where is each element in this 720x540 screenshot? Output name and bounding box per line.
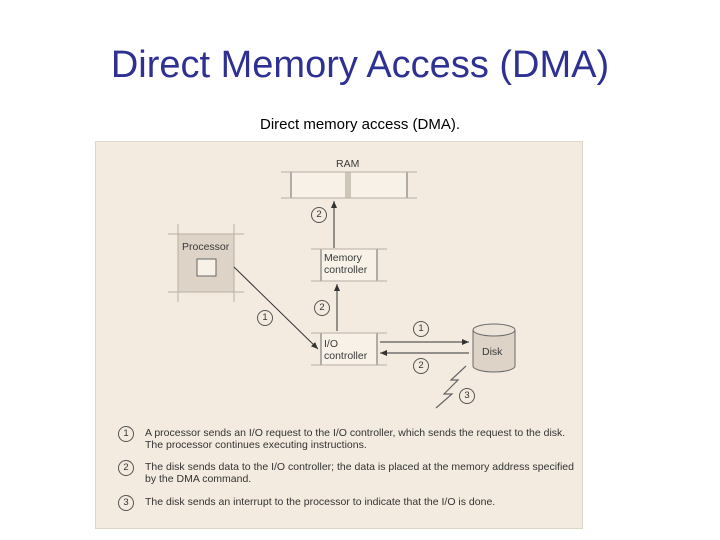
step-marker-io-disk: 1 bbox=[413, 321, 429, 337]
dma-diagram: RAM Processor Memory controller I/O cont… bbox=[95, 141, 583, 529]
slide-title: Direct Memory Access (DMA) bbox=[110, 44, 610, 86]
diagram-graphics bbox=[168, 171, 516, 409]
ram-label: RAM bbox=[336, 158, 360, 170]
disk-cylinder bbox=[472, 323, 516, 373]
step-marker-interrupt: 3 bbox=[459, 388, 475, 404]
arrow-processor-to-io bbox=[233, 266, 319, 350]
step-marker-ram: 2 bbox=[311, 207, 327, 223]
legend-text: The disk sends data to the I/O controlle… bbox=[145, 461, 574, 485]
legend-number: 1 bbox=[118, 426, 134, 442]
disk-label: Disk bbox=[482, 346, 503, 358]
processor-label: Processor bbox=[182, 241, 230, 253]
io-controller-block bbox=[311, 332, 387, 366]
step-marker-disk-io: 2 bbox=[413, 358, 429, 374]
io-controller-label: I/O controller bbox=[324, 338, 368, 362]
processor-block bbox=[168, 224, 244, 302]
step-marker-processor: 1 bbox=[257, 310, 273, 326]
ram-block bbox=[281, 171, 417, 199]
figure-caption: Direct memory access (DMA). bbox=[259, 116, 461, 133]
legend-number: 3 bbox=[118, 495, 134, 511]
step-marker-memctl: 2 bbox=[314, 300, 330, 316]
memory-controller-label: Memory controller bbox=[324, 252, 368, 276]
legend-number: 2 bbox=[118, 460, 134, 476]
legend-text: A processor sends an I/O request to the … bbox=[145, 427, 566, 451]
interrupt-bolt-icon bbox=[435, 365, 467, 409]
memory-controller-block bbox=[311, 248, 387, 282]
legend-text: The disk sends an interrupt to the proce… bbox=[145, 496, 496, 508]
